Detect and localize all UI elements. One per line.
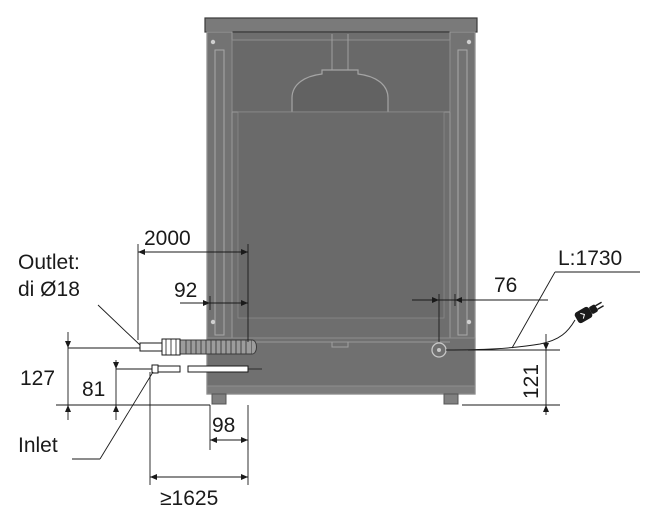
dimension-lines — [56, 244, 640, 485]
outlet-height-label: 127 — [20, 367, 55, 390]
screw — [466, 319, 472, 325]
arch-recess — [291, 69, 389, 112]
inlet-connector — [151, 364, 159, 374]
base-notch — [331, 342, 349, 348]
hose-length-label: 2000 — [144, 227, 191, 250]
outlet-label-line2: di Ø18 — [18, 278, 80, 301]
right-side-rail — [449, 31, 476, 343]
screw — [210, 39, 216, 45]
outlet-nozzle — [139, 342, 163, 352]
left-side-rail — [206, 31, 233, 343]
drain-hose — [139, 338, 257, 356]
lower-panel — [237, 111, 445, 319]
inlet-height-label: 81 — [82, 378, 105, 401]
left-foot — [211, 393, 227, 405]
cable-offset-label: 76 — [494, 274, 517, 297]
bottom-plate — [206, 385, 476, 395]
cable-socket-center — [437, 348, 441, 352]
cable-height-label: 121 — [520, 364, 543, 399]
inlet-offset-label: 98 — [212, 414, 235, 437]
plug-icon — [574, 301, 604, 324]
min-inlet-length-label: ≥1625 — [160, 487, 218, 510]
outlet-offset-label: 92 — [174, 279, 197, 302]
inlet-label: Inlet — [18, 434, 58, 457]
dishwasher-body — [204, 17, 478, 405]
right-rail-inner — [457, 49, 468, 336]
top-plate — [204, 17, 478, 33]
cable-length-label: L:1730 — [558, 247, 622, 270]
outlet-label-line1: Outlet: — [18, 251, 80, 274]
screw — [210, 319, 216, 325]
inlet-hose — [151, 364, 262, 374]
screw — [466, 39, 472, 45]
arrowheads — [65, 249, 549, 480]
left-rail-inner — [214, 49, 225, 336]
right-foot — [443, 393, 459, 405]
